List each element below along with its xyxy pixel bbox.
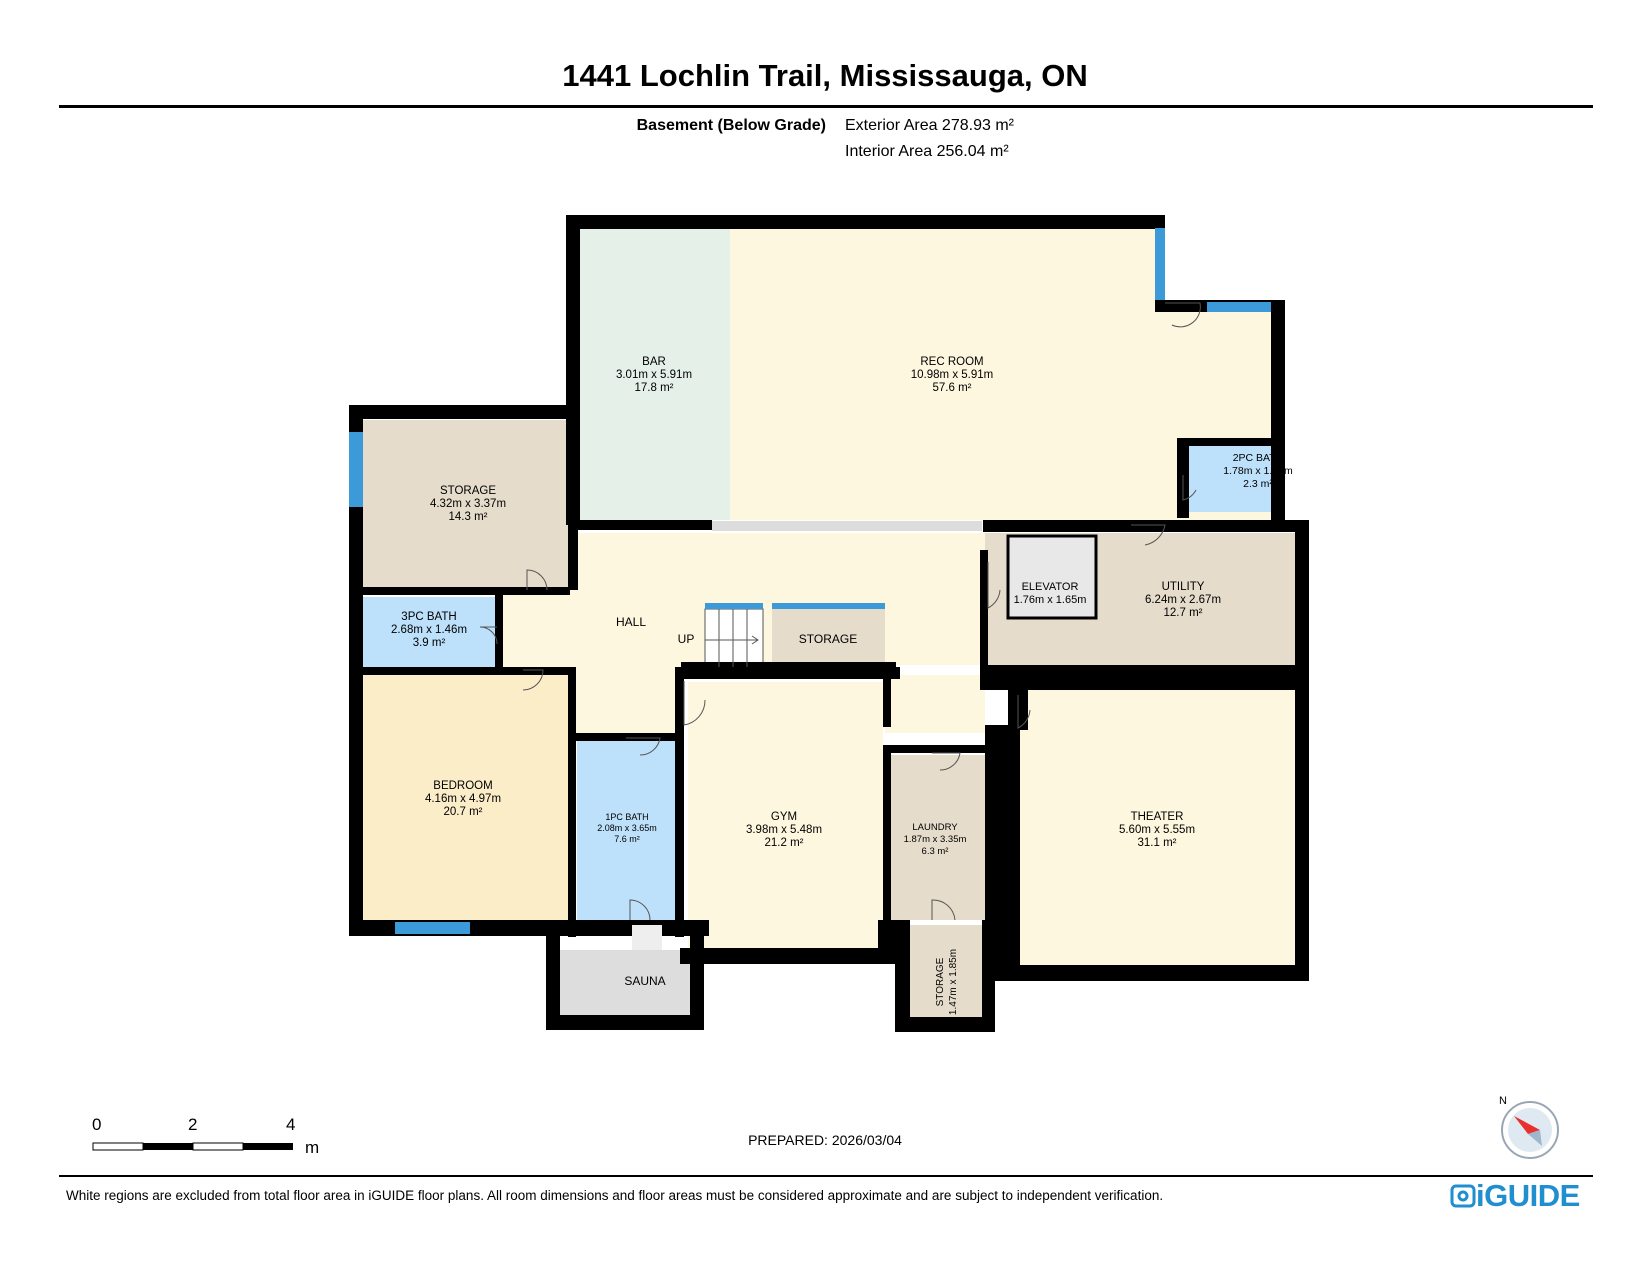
bedroom-dims: 4.16m x 4.97m	[425, 793, 501, 805]
utility-area: 12.7 m²	[1164, 607, 1203, 619]
elevator-labels: ELEVATOR 1.76m x 1.65m	[1014, 581, 1087, 606]
page-title: 1441 Lochlin Trail, Mississauga, ON	[562, 58, 1088, 93]
open-partition	[712, 521, 982, 531]
storage-s-dims: 1.47m x 1.85m	[948, 949, 959, 1015]
compass-north-label: N	[1499, 1095, 1507, 1107]
scale-tick-4: 4	[286, 1115, 296, 1134]
storage-nw-dims: 4.32m x 3.37m	[430, 498, 506, 510]
interior-area: Interior Area 256.04 m²	[845, 143, 1009, 160]
scale-unit: m	[305, 1138, 320, 1157]
bath-2pc-room	[1183, 445, 1271, 512]
disclaimer-text: White regions are excluded from total fl…	[66, 1188, 1164, 1203]
scale-bar	[92, 1142, 293, 1151]
rec-room	[730, 228, 1157, 520]
bath-1pc-labels: 1PC BATH 2.08m x 3.65m 7.6 m²	[597, 812, 657, 844]
theater-dims: 5.60m x 5.55m	[1119, 824, 1195, 836]
doors	[479, 302, 1201, 950]
laundry-area: 6.3 m²	[922, 846, 949, 857]
bath-2pc-labels: 2PC BATH 1.78m x 1.32m 2.3 m²	[1223, 452, 1293, 490]
storage-mid-room	[772, 609, 885, 667]
rec-room-name: REC ROOM	[920, 356, 983, 368]
prepared-date: PREPARED: 2026/03/04	[748, 1132, 902, 1148]
elevator-name: ELEVATOR	[1022, 581, 1079, 593]
laundry-dims: 1.87m x 3.35m	[904, 834, 967, 845]
bedroom-labels: BEDROOM 4.16m x 4.97m 20.7 m²	[425, 780, 501, 818]
bath-3pc-area: 3.9 m²	[413, 637, 446, 649]
storage-nw-area: 14.3 m²	[449, 511, 488, 523]
gym-room	[688, 682, 883, 952]
rec-room-labels: REC ROOM 10.98m x 5.91m 57.6 m²	[911, 356, 993, 394]
bath-1pc-area: 7.6 m²	[614, 834, 640, 844]
footer-rule	[59, 1175, 1593, 1177]
laundry-room	[890, 755, 985, 920]
storage-s-labels: STORAGE 1.47m x 1.85m	[935, 949, 959, 1015]
storage-nw-name: STORAGE	[440, 485, 496, 497]
scale-tick-0: 0	[92, 1115, 102, 1134]
laundry-name: LAUNDRY	[912, 822, 958, 833]
laundry-labels: LAUNDRY 1.87m x 3.35m 6.3 m²	[904, 822, 967, 857]
bath-3pc-room	[362, 597, 497, 667]
bar-room	[578, 228, 730, 520]
scale-tick-2: 2	[188, 1115, 198, 1134]
bath-1pc-name: 1PC BATH	[605, 812, 648, 822]
storage-nw-labels: STORAGE 4.32m x 3.37m 14.3 m²	[430, 485, 506, 523]
exterior-area: Exterior Area 278.93 m²	[845, 117, 1014, 134]
elevator-dims: 1.76m x 1.65m	[1014, 594, 1087, 606]
hall-name: HALL	[616, 615, 646, 629]
utility-dims: 6.24m x 2.67m	[1145, 594, 1221, 606]
utility-name: UTILITY	[1162, 581, 1205, 593]
bath-1pc-dims: 2.08m x 3.65m	[597, 823, 657, 833]
bar-name: BAR	[642, 356, 666, 368]
utility-labels: UTILITY 6.24m x 2.67m 12.7 m²	[1145, 581, 1221, 619]
bar-area: 17.8 m²	[635, 382, 674, 394]
gym-name: GYM	[771, 811, 797, 823]
bath-3pc-dims: 2.68m x 1.46m	[391, 624, 467, 636]
theater-room	[1020, 690, 1295, 965]
bath-2pc-name: 2PC BATH	[1233, 452, 1284, 464]
storage-s-room	[910, 925, 982, 1017]
bedroom-name: BEDROOM	[433, 780, 492, 792]
gym-labels: GYM 3.98m x 5.48m 21.2 m²	[746, 811, 822, 849]
sauna-room	[560, 950, 690, 1015]
storage-mid-name: STORAGE	[799, 632, 857, 646]
bar-dims: 3.01m x 5.91m	[616, 369, 692, 381]
compass-icon: N	[1490, 1090, 1560, 1165]
storage-nw-room	[362, 420, 578, 587]
iguide-logo-text: iGUIDE	[1476, 1178, 1580, 1213]
bath-3pc-name: 3PC BATH	[401, 611, 456, 623]
iguide-logo: iGUIDE	[1450, 1178, 1580, 1214]
storage-s-name: STORAGE	[935, 957, 946, 1006]
bedroom-area: 20.7 m²	[444, 806, 483, 818]
title-rule	[59, 105, 1593, 108]
gym-dims: 3.98m x 5.48m	[746, 824, 822, 836]
sauna-name: SAUNA	[624, 974, 665, 988]
rec-room-dims: 10.98m x 5.91m	[911, 369, 993, 381]
theater-labels: THEATER 5.60m x 5.55m 31.1 m²	[1119, 811, 1195, 849]
bath-2pc-area: 2.3 m²	[1243, 478, 1273, 490]
stair-up-label: UP	[678, 632, 695, 646]
rec-room-area: 57.6 m²	[933, 382, 972, 394]
bath-1pc-room	[577, 740, 677, 920]
bath-2pc-dims: 1.78m x 1.32m	[1223, 465, 1293, 477]
stair-treads	[705, 609, 759, 667]
iguide-logo-icon	[1450, 1184, 1476, 1208]
theater-name: THEATER	[1131, 811, 1184, 823]
theater-area: 31.1 m²	[1138, 837, 1177, 849]
floor-label: Basement (Below Grade)	[636, 117, 826, 134]
elevator-shaft	[1006, 534, 1098, 620]
bath-3pc-labels: 3PC BATH 2.68m x 1.46m 3.9 m²	[391, 611, 467, 649]
bar-labels: BAR 3.01m x 5.91m 17.8 m²	[616, 356, 692, 394]
windows	[349, 228, 1271, 934]
bedroom-room	[362, 675, 568, 920]
gym-area: 21.2 m²	[765, 837, 804, 849]
